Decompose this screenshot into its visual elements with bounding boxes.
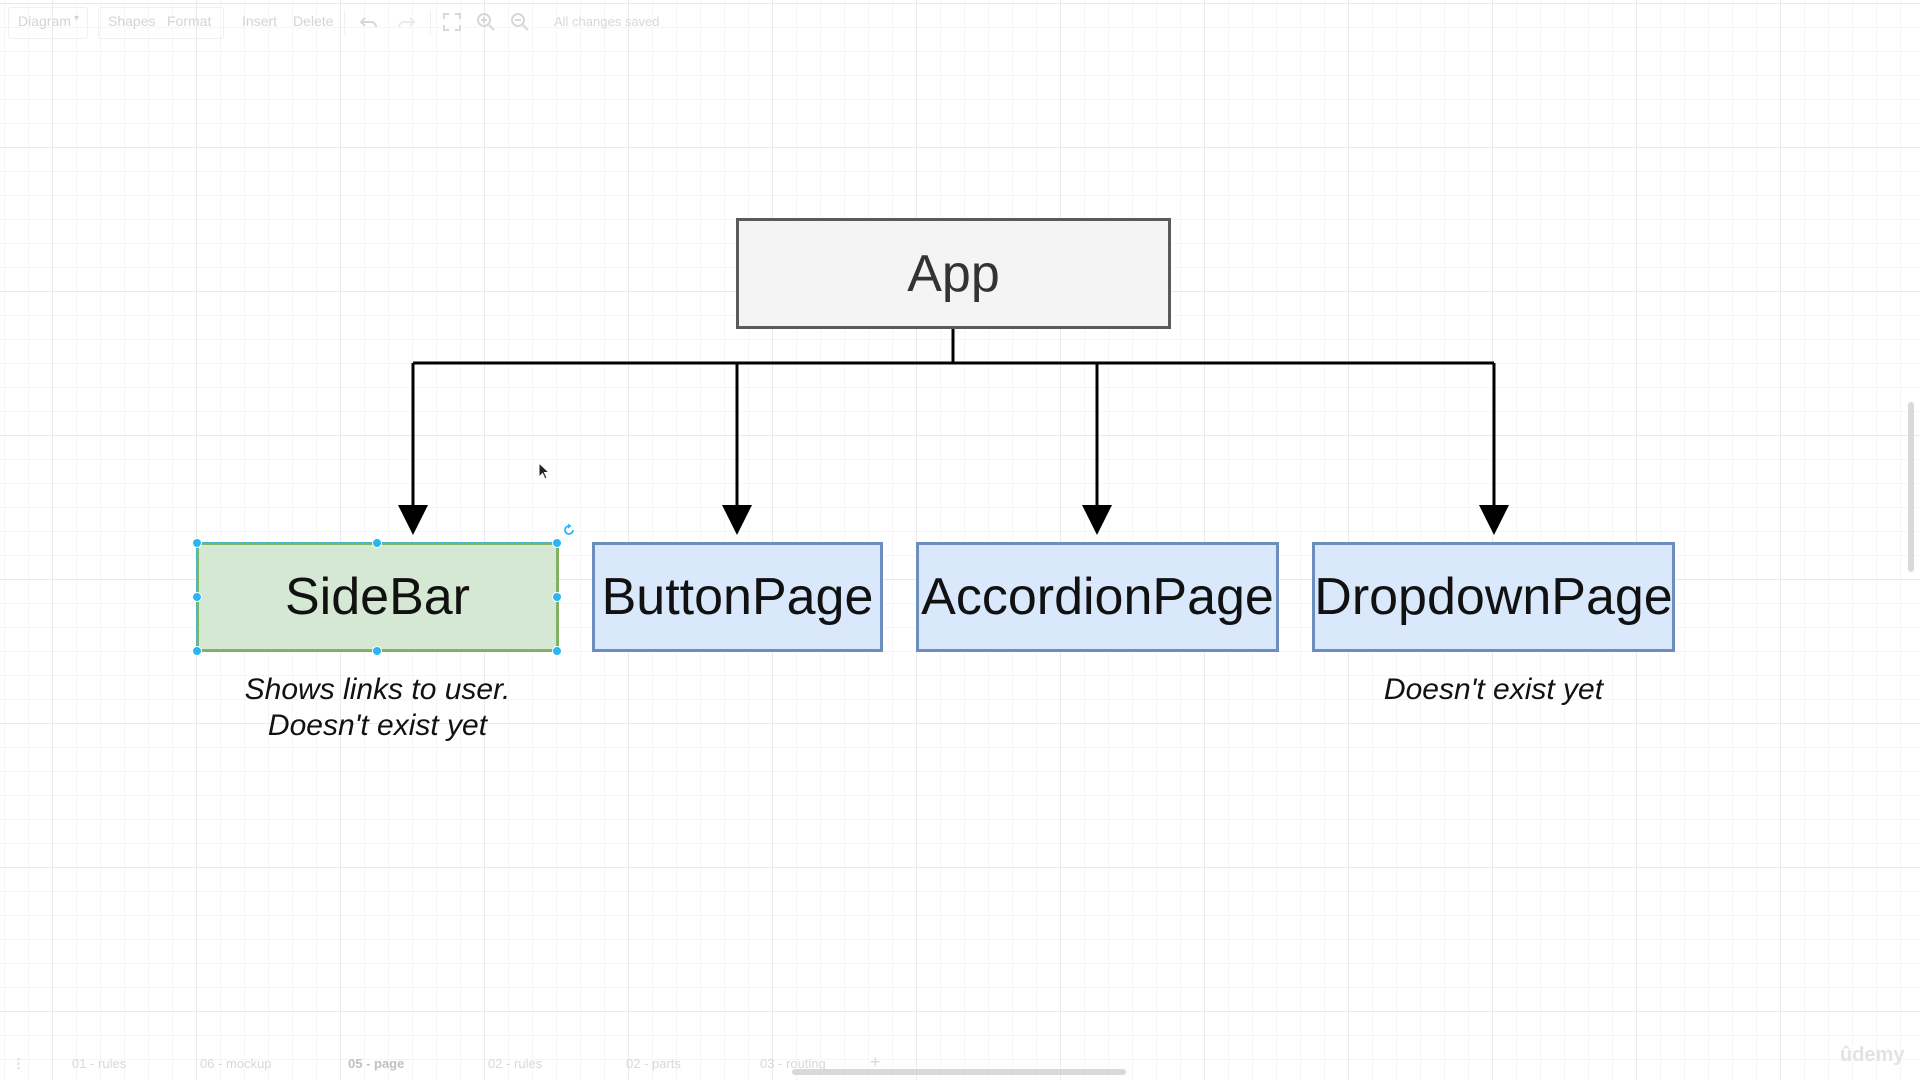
redo-icon[interactable] bbox=[394, 10, 418, 34]
page-tabs-bar: ⋮ 01 - rules 06 - mockup 05 - page 02 - … bbox=[0, 1050, 1920, 1080]
horizontal-scrollbar[interactable] bbox=[792, 1069, 1126, 1075]
diagram-menu-button[interactable]: Diagram bbox=[18, 13, 71, 29]
mouse-cursor-icon bbox=[538, 462, 551, 480]
format-button[interactable]: Format bbox=[167, 13, 212, 29]
toolbar-divider bbox=[344, 10, 345, 34]
buttonpage-node[interactable]: ButtonPage bbox=[592, 542, 883, 652]
app-node[interactable]: App bbox=[736, 218, 1171, 329]
toolbar: Diagram ▾ Shapes Format Insert Delete Al… bbox=[0, 0, 1920, 46]
delete-button[interactable]: Delete bbox=[293, 13, 334, 29]
vertical-scrollbar[interactable] bbox=[1908, 402, 1914, 572]
diagram-menu-group bbox=[8, 7, 88, 39]
fullscreen-icon[interactable] bbox=[440, 10, 464, 34]
resize-handle-sw[interactable] bbox=[192, 646, 202, 656]
dropdownpage-node[interactable]: DropdownPage bbox=[1312, 542, 1675, 652]
zoom-out-icon[interactable] bbox=[508, 10, 532, 34]
resize-handle-nw[interactable] bbox=[192, 538, 202, 548]
page-tab-active[interactable]: 05 - page bbox=[348, 1056, 405, 1071]
zoom-in-icon[interactable] bbox=[474, 10, 498, 34]
page-tab[interactable]: 01 - rules bbox=[72, 1056, 127, 1071]
rotate-icon[interactable] bbox=[562, 523, 576, 537]
accordionpage-node[interactable]: AccordionPage bbox=[916, 542, 1279, 652]
page-tab[interactable]: 06 - mockup bbox=[200, 1056, 272, 1071]
panels-group bbox=[98, 7, 224, 39]
resize-handle-ne[interactable] bbox=[552, 538, 562, 548]
sidebar-note-line-1: Shows links to user. bbox=[244, 673, 511, 706]
resize-handle-se[interactable] bbox=[552, 646, 562, 656]
resize-handle-s[interactable] bbox=[372, 646, 382, 656]
dropdown-note[interactable]: Doesn't exist yet bbox=[1383, 673, 1604, 706]
sidebar-note[interactable]: Shows links to user. Doesn't exist yet bbox=[196, 672, 559, 744]
page-tab[interactable]: 02 - rules bbox=[488, 1056, 543, 1071]
toolbar-divider bbox=[430, 10, 431, 34]
insert-button[interactable]: Insert bbox=[242, 13, 278, 29]
resize-handle-e[interactable] bbox=[552, 592, 562, 602]
page-tab[interactable]: 03 - routing bbox=[760, 1056, 826, 1071]
save-status: All changes saved bbox=[554, 14, 660, 29]
sidebar-node[interactable]: SideBar bbox=[196, 542, 559, 652]
resize-handle-w[interactable] bbox=[192, 592, 202, 602]
undo-icon[interactable] bbox=[357, 10, 381, 34]
sidebar-note-line-2: Doesn't exist yet bbox=[267, 709, 488, 742]
shapes-button[interactable]: Shapes bbox=[108, 13, 156, 29]
add-page-icon[interactable]: + bbox=[870, 1052, 881, 1072]
udemy-watermark: ûdemy bbox=[1840, 1044, 1905, 1066]
chevron-down-icon: ▾ bbox=[74, 13, 80, 24]
resize-handle-n[interactable] bbox=[372, 538, 382, 548]
page-tab[interactable]: 02 - parts bbox=[626, 1056, 681, 1071]
pages-menu-icon[interactable]: ⋮ bbox=[12, 1056, 25, 1071]
